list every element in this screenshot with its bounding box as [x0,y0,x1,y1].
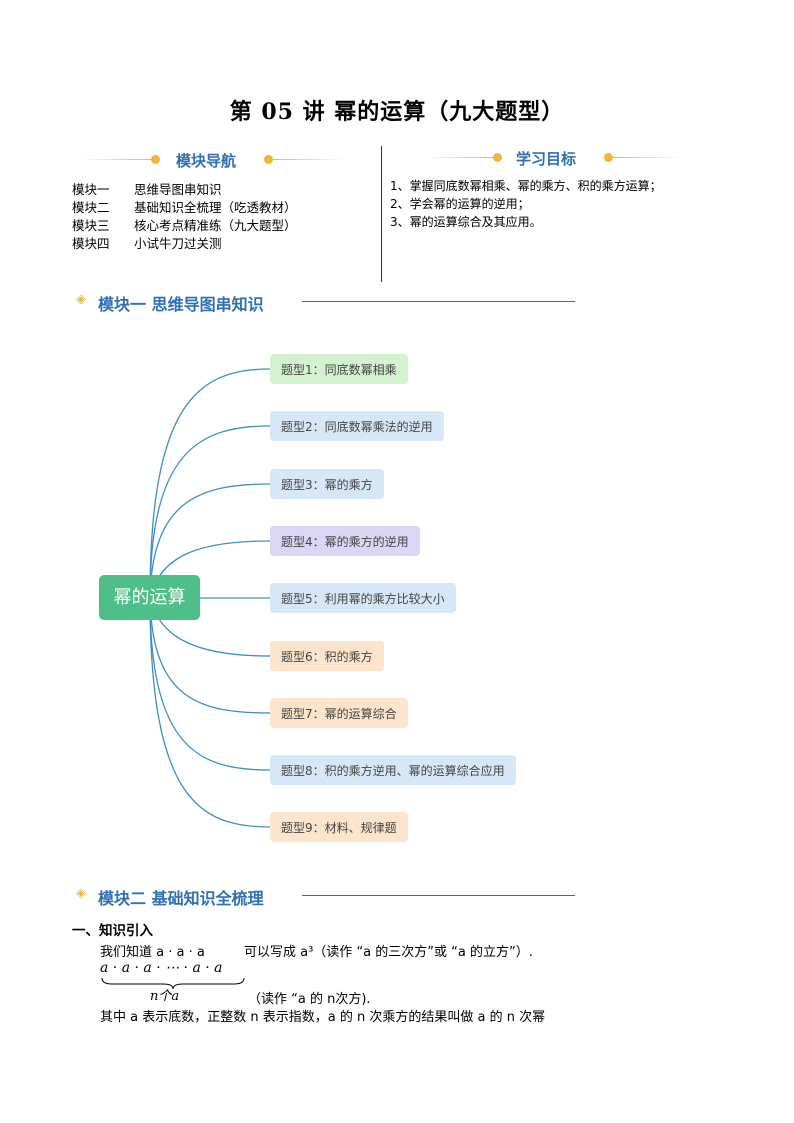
subsection-heading: 一、知识引入 [72,923,153,939]
intro-line-1a: 我们知道 a · a · a [100,945,205,960]
nav-heading-right-line [273,159,345,160]
mindmap-node: 题型8：积的乘方逆用、幂的运算综合应用 [270,755,516,785]
mindmap-node: 题型4：幂的乘方的逆用 [270,526,420,556]
nav-heading-dot-icon [151,155,160,164]
mindmap-node: 题型2：同底数幂乘法的逆用 [270,411,444,441]
goals-heading: 学习目标 [516,150,577,168]
goals-heading-left-line [425,157,495,158]
goals-heading-right-line [613,157,683,158]
goals-heading-dot-icon [604,153,613,162]
module1-title: 模块一 思维导图串知识 [98,295,264,314]
mindmap-root: 幂的运算 [99,575,200,620]
mindmap-node: 题型3：幂的乘方 [270,469,384,499]
nav-item: 模块一思维导图串知识 [72,182,222,197]
goal-item: 2、学会幂的运算的逆用； [390,197,530,211]
nav-item: 模块三核心考点精准练（九大题型） [72,218,297,233]
mindmap-node: 题型1：同底数幂相乘 [270,354,408,384]
formula-count-label: n个a [150,989,180,1004]
goal-item: 3、幂的运算综合及其应用。 [390,215,542,229]
intro-line-1b: 可以写成 a³（读作 “a 的三次方”或 “a 的立方”）. [244,945,533,960]
nav-heading-dot-icon [264,155,273,164]
nav-item: 模块四小试牛刀过关测 [72,236,222,251]
module1-diamond-icon: ◈ [76,292,86,307]
module2-rule [302,895,575,896]
nav-heading: 模块导航 [176,152,237,170]
module1-rule [302,301,575,302]
column-divider [381,146,382,282]
mindmap-node: 题型9：材料、规律题 [270,812,408,842]
mindmap-node: 题型6：积的乘方 [270,641,384,671]
underbrace-icon [101,977,245,990]
goal-item: 1、掌握同底数幂相乘、幂的乘方、积的乘方运算； [390,179,662,193]
nav-item: 模块二基础知识全梳理（吃透教材） [72,200,297,215]
module2-diamond-icon: ◈ [76,886,86,901]
page-title: 第 05 讲 幂的运算（九大题型） [229,99,565,125]
goals-heading-dot-icon [493,153,502,162]
intro-line-2: （读作 “a 的 n次方). [248,992,371,1007]
product-formula: a · a · a · ⋯ · a · a [100,960,223,976]
intro-line-3: 其中 a 表示底数，正整数 n 表示指数，a 的 n 次乘方的结果叫做 a 的 … [100,1010,546,1025]
mindmap-node: 题型5：利用幂的乘方比较大小 [270,583,456,613]
nav-heading-left-line [80,159,152,160]
module2-title: 模块二 基础知识全梳理 [98,889,264,908]
mindmap-node: 题型7：幂的运算综合 [270,698,408,728]
